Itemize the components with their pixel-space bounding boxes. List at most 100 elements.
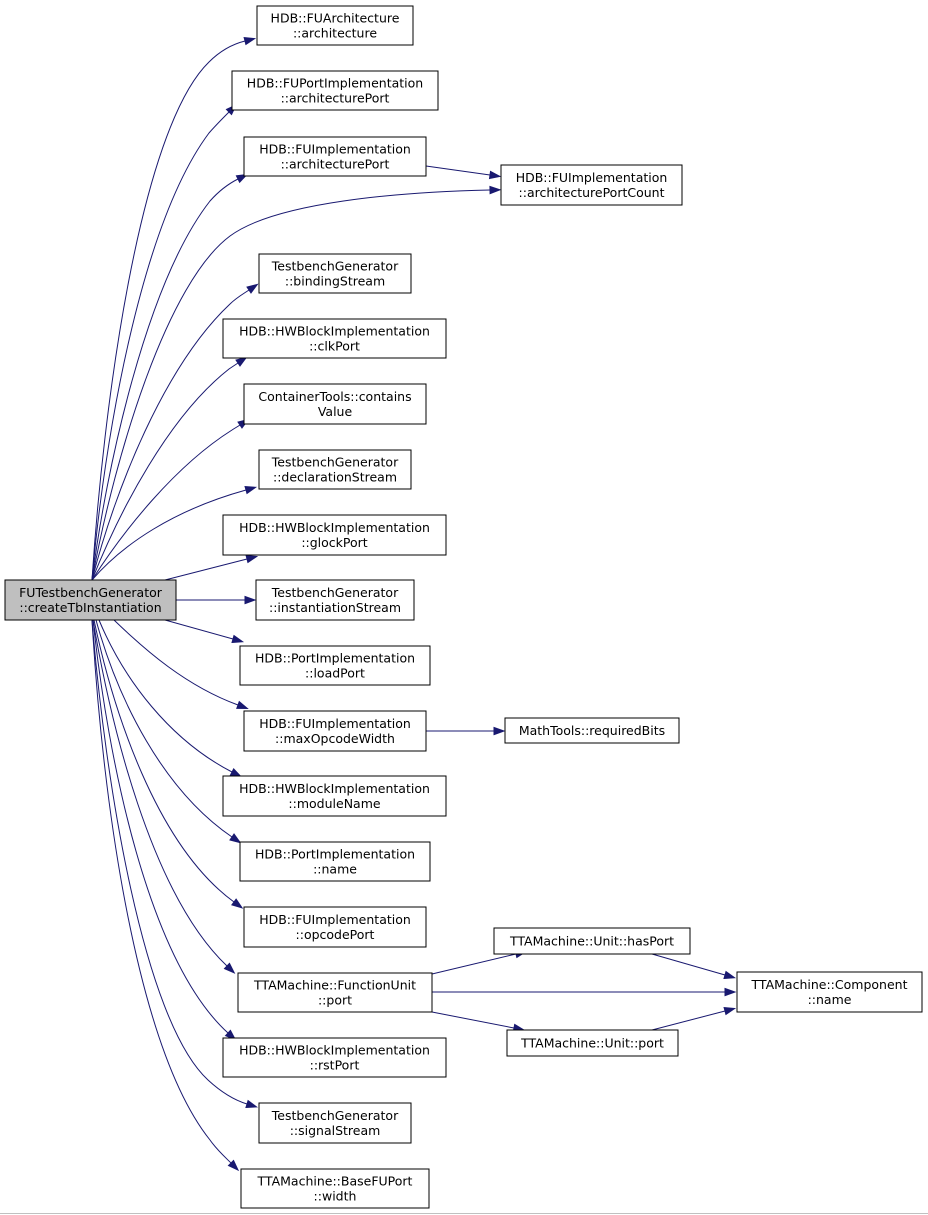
edge-line — [91, 40, 246, 581]
node-portimpl-name[interactable]: HDB::PortImplementation::name — [239, 841, 431, 882]
edge-arrowhead — [235, 356, 248, 367]
node-functionunit-port[interactable]: TTAMachine::FunctionUnit::port — [237, 972, 433, 1013]
node-mathtools-requiredBits[interactable]: MathTools::requiredBits — [504, 717, 680, 744]
node-box — [237, 972, 433, 1013]
node-label-line: ::opcodePort — [296, 927, 375, 942]
node-box — [493, 927, 691, 955]
node-label-line: TTAMachine::Unit::port — [520, 1036, 664, 1051]
edge-arrowhead — [245, 554, 259, 564]
node-basefuport-width[interactable]: TTAMachine::BaseFUPort::width — [240, 1168, 430, 1209]
node-label-line: ::port — [318, 993, 352, 1008]
node-label-line: TTAMachine::Component — [751, 977, 908, 992]
node-label-line: HDB::FUImplementation — [259, 142, 411, 157]
node-hwblock-rstPort[interactable]: HDB::HWBlockImplementation::rstPort — [222, 1037, 447, 1078]
edge-line — [651, 1010, 726, 1031]
edge-line — [431, 1011, 515, 1029]
edge-root-to-fuimpl_architecturePortCount — [91, 185, 502, 581]
node-unit-port[interactable]: TTAMachine::Unit::port — [506, 1029, 679, 1057]
node-label-line: ::instantiationStream — [269, 600, 401, 615]
node-box — [222, 318, 447, 359]
node-unit-hasPort[interactable]: TTAMachine::Unit::hasPort — [493, 927, 691, 955]
node-fuimpl-maxOpcodeWidth[interactable]: HDB::FUImplementation::maxOpcodeWidth — [243, 710, 427, 752]
edge-root-to-hwblock_clkPort — [91, 356, 248, 581]
node-portimpl-loadPort[interactable]: HDB::PortImplementation::loadPort — [239, 645, 431, 686]
node-fuimpl-architecturePort[interactable]: HDB::FUImplementation::architecturePort — [243, 136, 427, 177]
root-node[interactable]: FUTestbenchGenerator::createTbInstantiat… — [4, 579, 177, 621]
edge-line — [91, 424, 241, 581]
edge-arrowhead — [236, 700, 249, 709]
node-label-line: ::glockPort — [301, 535, 367, 550]
node-hwblock-glockPort[interactable]: HDB::HWBlockImplementation::glockPort — [222, 514, 447, 556]
node-label-line: HDB::FUImplementation — [259, 716, 411, 731]
edge-arrowhead — [244, 485, 258, 495]
node-label-line: ContainerTools::contains — [258, 389, 411, 404]
edge-line — [92, 619, 229, 1034]
node-box — [506, 1029, 679, 1057]
node-tbgen-bindingStream[interactable]: TestbenchGenerator::bindingStream — [258, 253, 412, 294]
node-label-line: ::name — [808, 992, 852, 1007]
edge-root-to-functionunit_port — [92, 619, 236, 974]
edge-root-to-tbgen_instantiationStream — [176, 595, 257, 605]
node-label-line: HDB::FUArchitecture — [271, 11, 400, 26]
edge-arrowhead — [231, 898, 244, 909]
node-box — [240, 1168, 430, 1209]
node-box — [243, 710, 427, 752]
edge-root-to-tbgen_declarationStream — [91, 485, 258, 581]
node-label-line: HDB::PortImplementation — [255, 651, 415, 666]
node-box — [239, 645, 431, 686]
node-fuimpl-architecturePortCount[interactable]: HDB::FUImplementation::architecturePortC… — [500, 164, 683, 206]
node-label-line: TestbenchGenerator — [271, 585, 399, 600]
node-label-line: ::signalStream — [290, 1123, 381, 1138]
node-label-line: Value — [318, 404, 353, 419]
node-label-line: TTAMachine::Unit::hasPort — [509, 934, 674, 949]
edge-line — [113, 619, 239, 706]
edge-line — [91, 289, 250, 581]
edge-root-to-hwblock_rstPort — [92, 619, 237, 1041]
edge-line — [93, 619, 235, 903]
node-label-line: FUTestbenchGenerator — [19, 585, 163, 600]
edge-root-to-tbgen_bindingStream — [91, 283, 259, 581]
node-hwblock-clkPort[interactable]: HDB::HWBlockImplementation::clkPort — [222, 318, 447, 359]
bottom-divider — [0, 1213, 928, 1214]
edge-unit_hasPort-to-component_name — [651, 953, 737, 980]
edges-layer — [91, 36, 737, 1172]
edge-arrowhead — [243, 36, 257, 46]
edge-line — [95, 619, 233, 838]
node-tbgen-declarationStream[interactable]: TestbenchGenerator::declarationStream — [258, 449, 412, 490]
nodes-layer: FUTestbenchGenerator::createTbInstantiat… — [4, 5, 923, 1209]
edge-root-to-basefuport_width — [91, 619, 240, 1172]
node-box — [736, 971, 923, 1013]
edge-line — [98, 619, 233, 773]
node-label-line: ::architecturePortCount — [519, 185, 665, 200]
node-tbgen-signalStream[interactable]: TestbenchGenerator::signalStream — [258, 1102, 412, 1144]
edge-arrowhead — [229, 833, 242, 844]
node-label-line: ::name — [313, 862, 357, 877]
node-box — [255, 579, 415, 621]
node-label-line: HDB::FUImplementation — [259, 912, 411, 927]
edge-arrowhead — [244, 595, 257, 605]
node-hwblock-moduleName[interactable]: HDB::HWBlockImplementation::moduleName — [222, 775, 447, 817]
node-label-line: ::maxOpcodeWidth — [275, 731, 395, 746]
edge-root-to-portimpl_loadPort — [164, 619, 245, 644]
node-fuarch-architecture[interactable]: HDB::FUArchitecture::architecture — [256, 5, 414, 46]
edge-arrowhead — [246, 283, 259, 294]
node-label-line: ::architecture — [293, 26, 377, 41]
edge-line — [431, 953, 517, 975]
node-component-name[interactable]: TTAMachine::Component::name — [736, 971, 923, 1013]
edge-line — [425, 165, 491, 176]
node-label-line: TTAMachine::BaseFUPort — [257, 1174, 413, 1189]
node-tbgen-instantiationStream[interactable]: TestbenchGenerator::instantiationStream — [255, 579, 415, 621]
node-label-line: HDB::PortImplementation — [255, 847, 415, 862]
node-box — [222, 775, 447, 817]
node-fuimpl-opcodePort[interactable]: HDB::FUImplementation::opcodePort — [243, 906, 427, 948]
edge-line — [92, 619, 228, 967]
node-fuportimpl-architecturePort[interactable]: HDB::FUPortImplementation::architectureP… — [231, 70, 439, 111]
node-label-line: ::width — [314, 1189, 357, 1204]
edge-arrowhead — [229, 767, 243, 778]
edge-line — [91, 489, 247, 581]
node-label-line: ::createTbInstantiation — [19, 600, 161, 615]
node-label-line: ::clkPort — [309, 339, 360, 354]
edge-line — [91, 619, 232, 1164]
